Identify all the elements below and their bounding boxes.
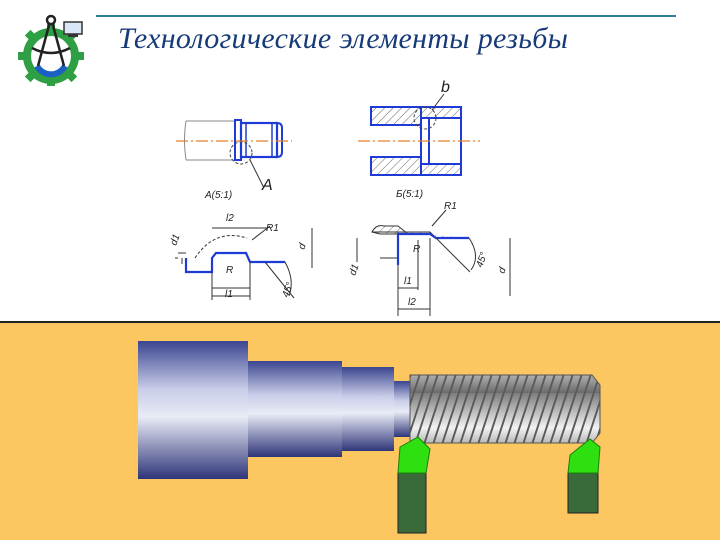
r1-right-label: R1 — [444, 201, 457, 212]
detail-a-enlarged: l2 R1 R l1 45° d1 d — [168, 213, 313, 300]
left-cutting-tool — [397, 436, 431, 534]
d-left-label: d — [296, 242, 308, 251]
title-rule — [96, 15, 676, 17]
detail-a-label: A — [261, 177, 273, 194]
l2-left-label: l2 — [226, 213, 234, 224]
nut-section-drawing: b Б(5:1) — [358, 79, 480, 200]
threaded-shaft-illustration — [138, 341, 601, 534]
r-left-label: R — [226, 265, 233, 276]
thread-undercut — [394, 381, 410, 437]
l1-left-label: l1 — [225, 289, 233, 300]
r1-left-label: R1 — [266, 223, 279, 234]
d1-right-label: d1 — [347, 263, 361, 277]
shaft-collar — [138, 341, 248, 479]
slide-title: Технологические элементы резьбы — [118, 22, 569, 55]
l1-right-label: l1 — [404, 276, 412, 287]
angle-left-label: 45° — [280, 281, 296, 299]
detail-b-enlarged: R1 R l1 l2 45° d1 d — [347, 201, 511, 316]
b-label: b — [441, 79, 450, 96]
right-cutting-tool — [567, 438, 601, 514]
thread-elements-drawings: A A(5:1) b Б(5:1) — [168, 79, 511, 316]
threaded-section — [409, 374, 601, 444]
machining-panel — [0, 321, 720, 540]
shaft-neck — [342, 367, 394, 451]
angle-right-label: 45° — [474, 251, 490, 269]
scale-a-label: A(5:1) — [204, 190, 232, 201]
scale-b-label: Б(5:1) — [396, 189, 423, 200]
l2-right-label: l2 — [408, 297, 416, 308]
r-right-label: R — [413, 244, 420, 255]
d-right-label: d — [496, 266, 508, 275]
d1-left-label: d1 — [168, 233, 182, 247]
shaft-undercut-drawing: A A(5:1) — [176, 119, 292, 201]
shaft-step — [248, 361, 342, 457]
compass-gear-logo-icon — [18, 14, 84, 86]
